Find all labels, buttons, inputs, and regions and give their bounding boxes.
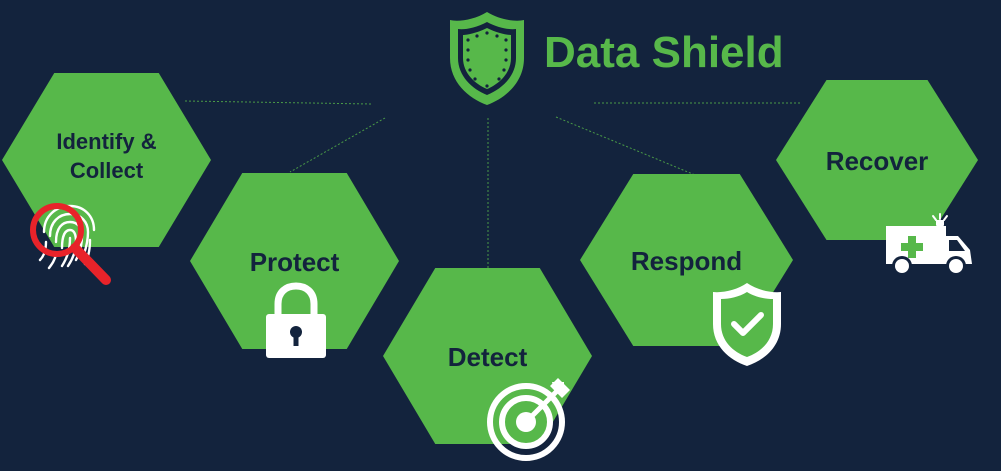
- shield-logo-icon: [450, 12, 524, 105]
- diagram-title: Data Shield: [544, 28, 784, 77]
- label-detect: Detect: [447, 342, 528, 372]
- hexagon-recover: [776, 80, 978, 240]
- label-protect: Protect: [249, 247, 340, 277]
- label-identify-collect: Identify & Collect: [2, 128, 211, 185]
- shield-check-icon: [713, 283, 781, 366]
- padlock-icon: [266, 282, 326, 358]
- connector-respond: [555, 116, 696, 176]
- ambulance-icon: [886, 213, 972, 276]
- label-identify-line2: Collect: [69, 157, 144, 183]
- connector-protect: [289, 117, 386, 173]
- connector-identify: [184, 100, 373, 105]
- label-respond: Respond: [630, 246, 743, 276]
- target-arrow-icon: [487, 378, 570, 461]
- label-identify-line1: Identify &: [56, 129, 157, 154]
- fingerprint-magnifier-icon: [30, 203, 111, 285]
- label-recover: Recover: [825, 146, 929, 176]
